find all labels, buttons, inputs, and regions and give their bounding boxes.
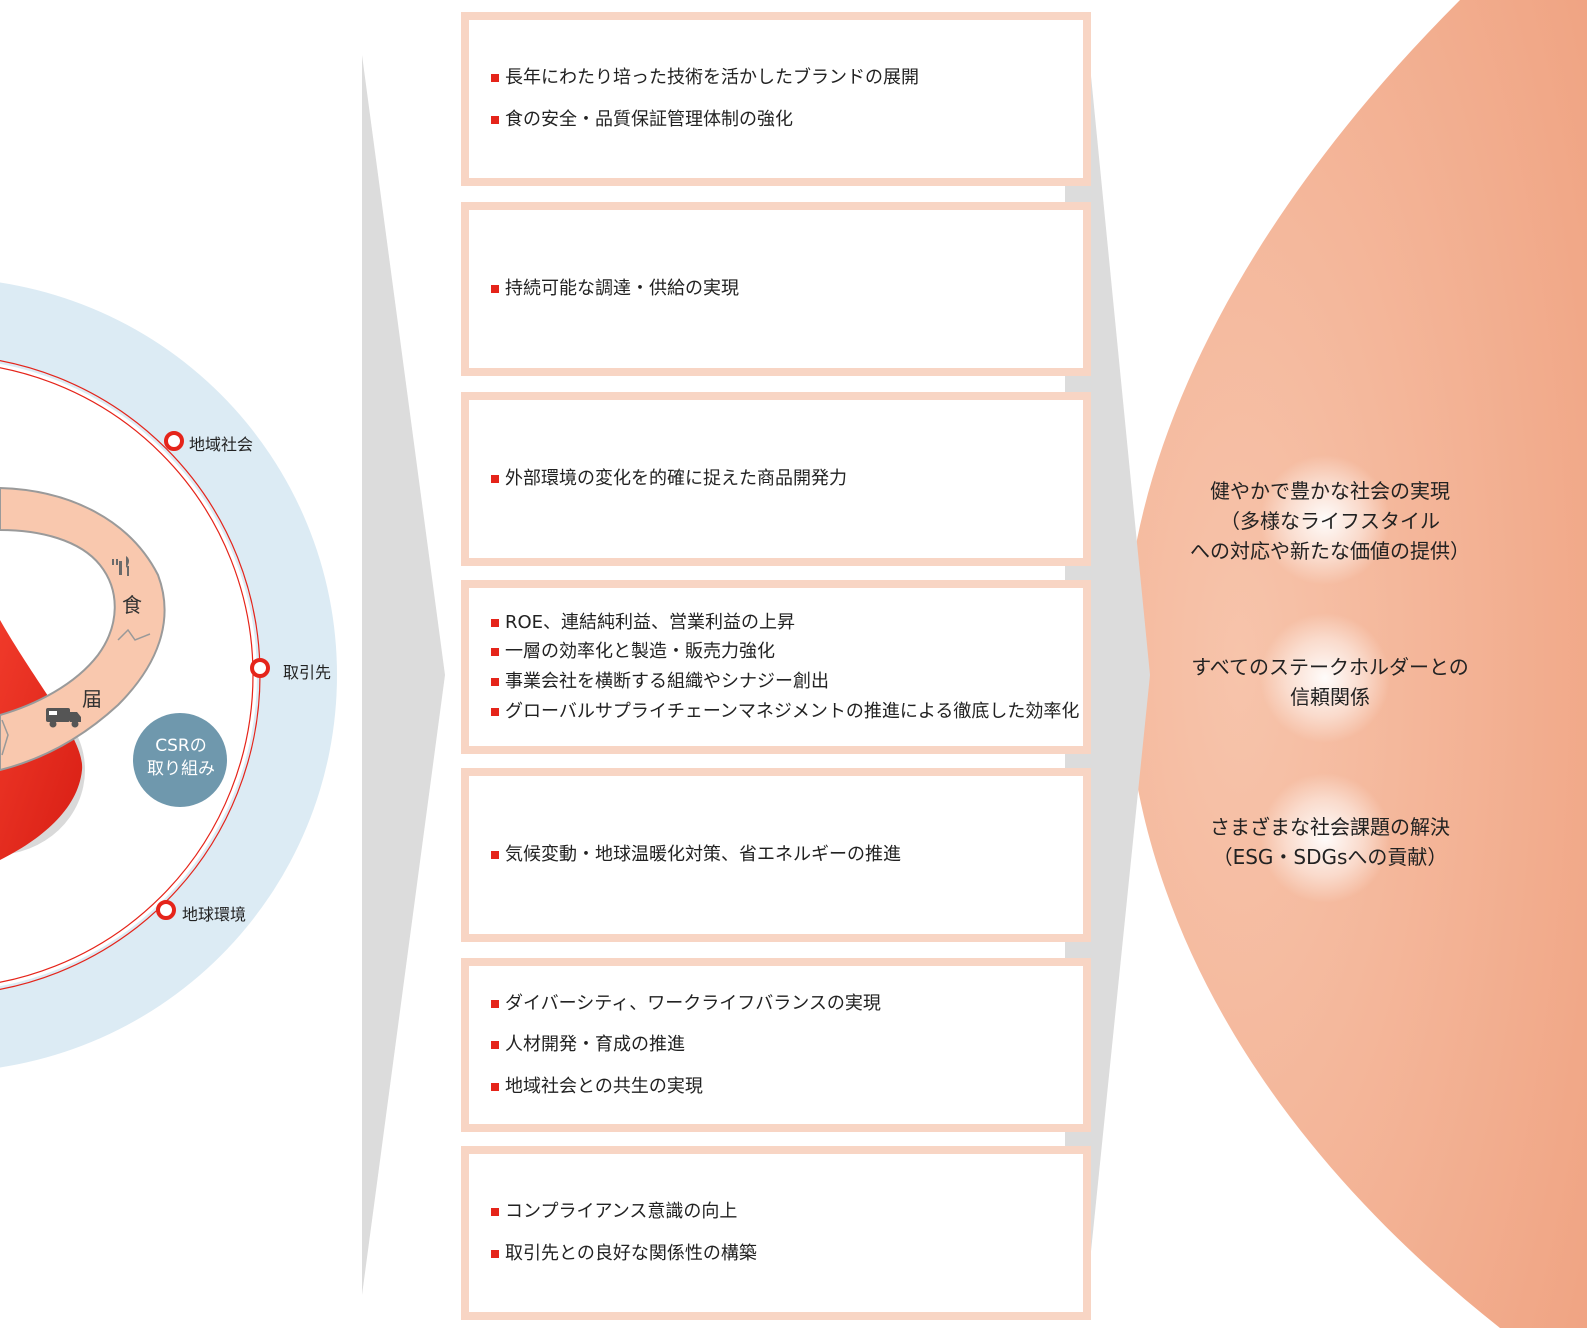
outcome-1: 健やかで豊かな社会の実現 （多様なライフスタイル への対応や新たな価値の提供）	[1180, 476, 1480, 566]
theme-item: グローバルサプライチェーンマネジメントの推進による徹底した効率化	[491, 701, 1083, 723]
outcome-glow-1	[1260, 455, 1390, 585]
theme-box-6: ダイバーシティ、ワークライフバランスの実現 人材開発・育成の推進 地域社会との共…	[461, 958, 1091, 1132]
outcome-glow-3	[1260, 773, 1390, 903]
theme-box-7: コンプライアンス意識の向上 取引先との良好な関係性の構築	[461, 1146, 1091, 1320]
outcome-line: 健やかで豊かな社会の実現	[1210, 479, 1450, 503]
outcome-line: 信頼関係	[1290, 685, 1370, 709]
theme-item: 地域社会との共生の実現	[491, 1076, 1083, 1098]
ribbon-divider-2	[1, 719, 9, 756]
ribbon-divider-1	[117, 628, 151, 641]
theme-box-1: 長年にわたり培った技術を活かしたブランドの展開 食の安全・品質保証管理体制の強化	[461, 12, 1091, 186]
ring-label-local: 地域社会	[189, 435, 254, 454]
csr-label-line-1: CSRの	[155, 736, 207, 756]
fork-spoon-icon	[112, 556, 129, 576]
marker-local	[164, 431, 184, 451]
theme-item: 食の安全・品質保証管理体制の強化	[491, 109, 1083, 131]
outcome-3: さまざまな社会課題の解決 （ESG・SDGsへの貢献）	[1180, 812, 1480, 872]
outcome-line: （ESG・SDGsへの貢献）	[1212, 845, 1448, 869]
salmon-ribbon	[0, 486, 166, 772]
theme-item: 長年にわたり培った技術を活かしたブランドの展開	[491, 67, 1083, 89]
marker-partners	[250, 658, 270, 678]
marker-earth	[156, 900, 176, 920]
theme-item: 気候変動・地球温暖化対策、省エネルギーの推進	[491, 844, 1083, 866]
outcome-line: （多様なライフスタイル	[1220, 509, 1440, 533]
outcome-2: すべてのステークホルダーとの 信頼関係	[1180, 652, 1480, 712]
left-funnel-arrow	[362, 55, 445, 1295]
outcome-glow-2	[1260, 613, 1390, 743]
csr-circle	[133, 713, 227, 807]
theme-box-3: 外部環境の変化を的確に捉えた商品開発力	[461, 392, 1091, 566]
csr-label: CSRの 取り組み	[133, 735, 229, 781]
truck-icon	[46, 708, 81, 728]
outcome-line: への対応や新たな価値の提供）	[1190, 539, 1470, 563]
segment-label-deliver: 届	[82, 687, 102, 711]
theme-item: ROE、連結純利益、営業利益の上昇	[491, 612, 1083, 634]
theme-item: 事業会社を横断する組織やシナジー創出	[491, 671, 1083, 693]
theme-box-4: ROE、連結純利益、営業利益の上昇 一層の効率化と製造・販売力強化 事業会社を横…	[461, 580, 1091, 754]
outcome-line: さまざまな社会課題の解決	[1210, 815, 1450, 839]
theme-item: 人材開発・育成の推進	[491, 1034, 1083, 1056]
theme-item: 一層の効率化と製造・販売力強化	[491, 641, 1083, 663]
theme-item: 持続可能な調達・供給の実現	[491, 278, 1083, 300]
theme-item: ダイバーシティ、ワークライフバランスの実現	[491, 993, 1083, 1015]
theme-item: コンプライアンス意識の向上	[491, 1201, 1083, 1223]
theme-box-2: 持続可能な調達・供給の実現	[461, 202, 1091, 376]
theme-item: 取引先との良好な関係性の構築	[491, 1243, 1083, 1265]
outcome-line: すべてのステークホルダーとの	[1191, 655, 1469, 679]
segment-label-food: 食	[122, 593, 142, 617]
theme-item: 外部環境の変化を的確に捉えた商品開発力	[491, 468, 1083, 490]
theme-box-5: 気候変動・地球温暖化対策、省エネルギーの推進	[461, 768, 1091, 942]
ring-label-earth: 地球環境	[182, 905, 247, 924]
csr-label-line-2: 取り組み	[147, 758, 215, 779]
ring-label-partners: 取引先	[283, 663, 332, 682]
